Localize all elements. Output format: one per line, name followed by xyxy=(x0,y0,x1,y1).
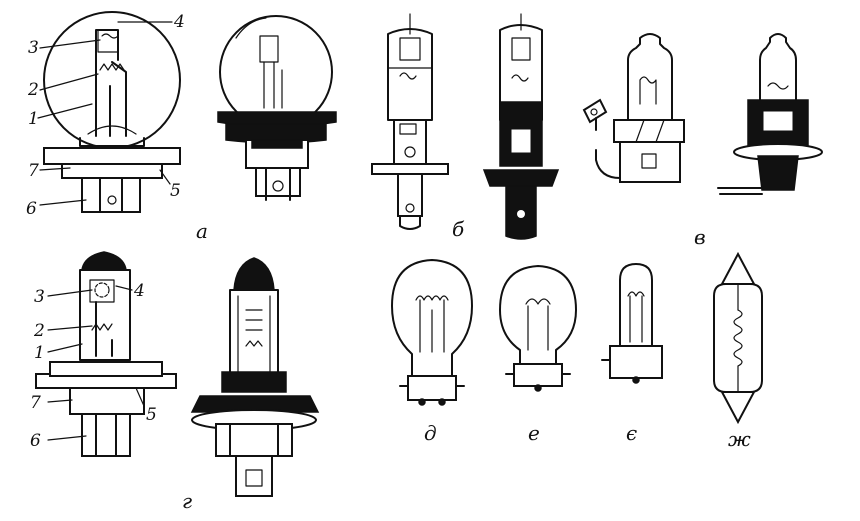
callout-g-3: 3 xyxy=(34,287,45,307)
caption-b: б xyxy=(452,217,465,241)
lamp-a-base xyxy=(81,177,141,213)
lamp-e xyxy=(499,265,577,392)
lamp-a-schematic: 1 2 3 4 5 6 7 xyxy=(26,11,185,219)
callout-g-2: 2 xyxy=(33,321,45,341)
callout-4: 4 xyxy=(173,12,185,32)
lamp-ye-glass xyxy=(619,263,653,347)
lamp-a2-base xyxy=(255,167,301,197)
lamp-g-cap xyxy=(81,251,127,271)
lamp-a-pictorial xyxy=(217,15,337,201)
lamp-d-cap xyxy=(407,375,457,401)
lamp-b-flange xyxy=(371,163,449,175)
caption-g: г xyxy=(182,489,192,513)
callout-g-7: 7 xyxy=(30,393,41,413)
caption-d: д xyxy=(424,421,437,445)
lamp-zh xyxy=(713,251,763,425)
lamp-a-flange xyxy=(43,147,181,165)
lamp-a-bulb xyxy=(43,11,181,149)
lamp-ye-cap xyxy=(609,345,663,379)
lamp-a-filament-low xyxy=(99,63,125,71)
callout-g-5: 5 xyxy=(146,405,157,425)
caption-zh: ж xyxy=(728,427,751,451)
callout-2: 2 xyxy=(27,80,39,100)
callout-3: 3 xyxy=(28,38,39,58)
lamp-d xyxy=(391,259,473,406)
callout-1: 1 xyxy=(28,109,39,129)
lamp-e-cap xyxy=(513,363,563,387)
lamp-g2-cap xyxy=(233,257,275,291)
lamp-ye xyxy=(601,263,663,384)
lamp-a2-bulb xyxy=(219,15,333,129)
callout-7: 7 xyxy=(28,161,39,181)
lamp-e-glass xyxy=(499,265,577,365)
lamp-b2-flange xyxy=(482,169,560,187)
caption-v: в xyxy=(694,225,706,249)
caption-a: а xyxy=(196,219,208,243)
lamp-zh-glass xyxy=(713,283,763,393)
caption-ye: є xyxy=(626,421,637,445)
lamp-v-pictorial xyxy=(717,33,823,195)
lamp-g2-flange xyxy=(190,395,320,413)
lamp-v-schematic xyxy=(582,33,685,183)
callout-g-1: 1 xyxy=(34,343,45,363)
lamp-a-holder xyxy=(95,29,119,137)
lamp-g-pictorial xyxy=(190,257,320,497)
callout-g-4: 4 xyxy=(133,281,145,301)
lamp-g-schematic: 1 2 3 4 5 6 7 xyxy=(30,251,177,457)
callout-g-6: 6 xyxy=(30,431,41,451)
lamp-g-base xyxy=(81,413,131,457)
lamp-a-neck xyxy=(87,125,137,135)
lamp-b-tube xyxy=(387,28,433,121)
lamp-v-wire xyxy=(595,149,621,179)
lamp-g2-base xyxy=(235,455,273,497)
lamp-a-shield xyxy=(97,29,119,53)
callout-5: 5 xyxy=(170,181,181,201)
lamp-g-tube xyxy=(79,269,131,361)
lamp-zh-cap-top xyxy=(720,251,756,285)
lamp-v-glass xyxy=(627,33,673,121)
lamp-a-filament-high xyxy=(101,33,119,39)
callout-6: 6 xyxy=(26,199,37,219)
lamp-d-glass xyxy=(391,259,473,377)
caption-e: е xyxy=(528,421,540,445)
lamp-zh-cap-bottom xyxy=(720,391,756,425)
lamp-v-socket xyxy=(619,141,681,183)
lamp-b-pictorial xyxy=(482,13,560,240)
lamp-b-schematic xyxy=(371,13,449,230)
